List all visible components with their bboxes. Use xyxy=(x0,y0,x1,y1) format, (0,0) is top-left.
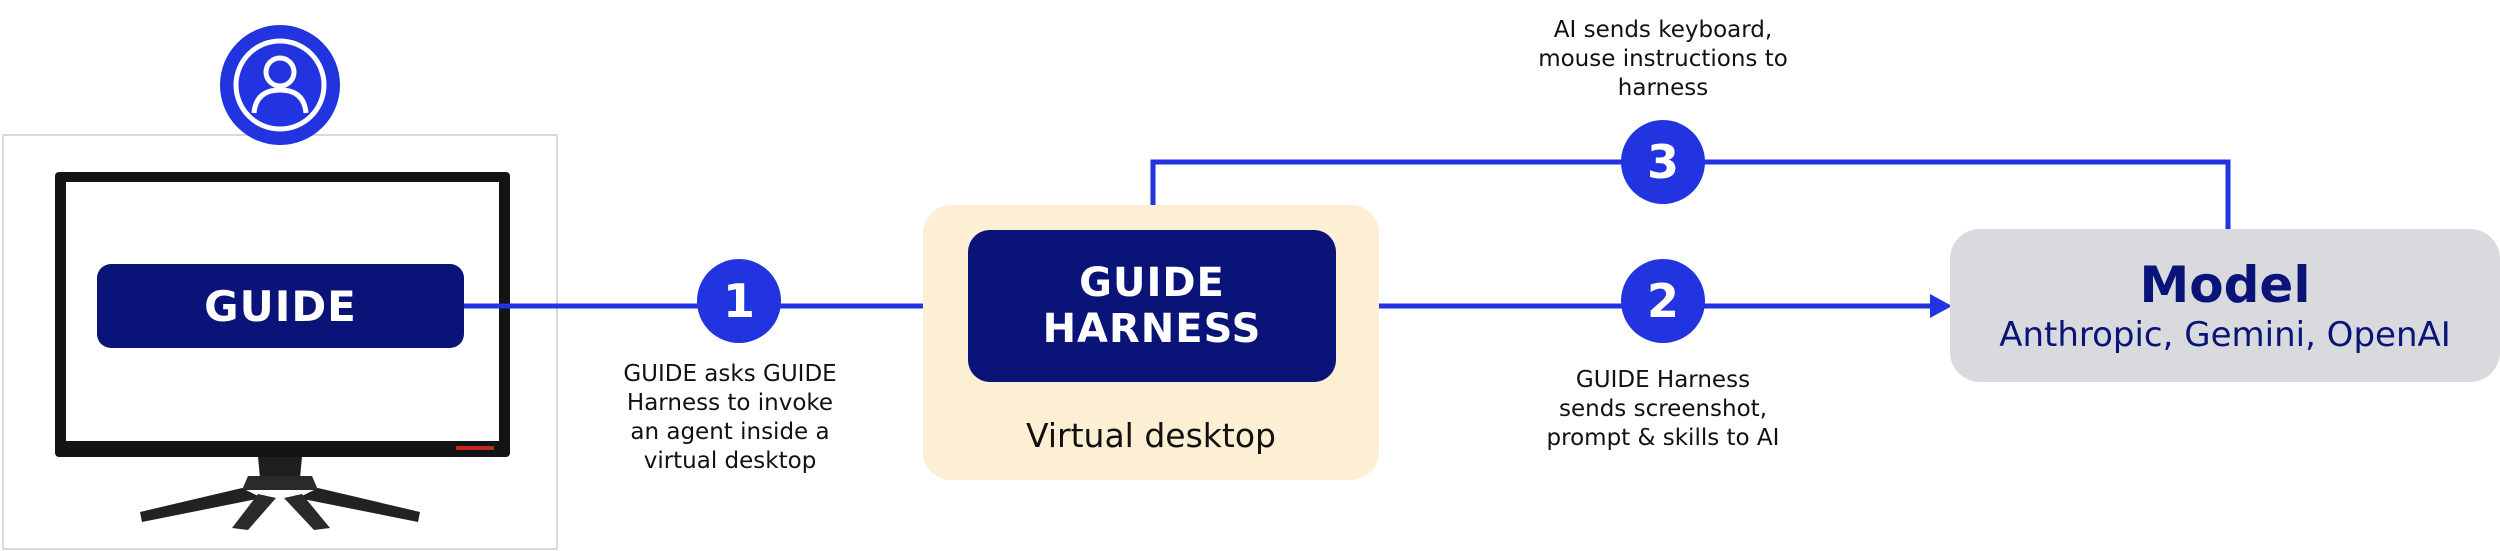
guide-label: GUIDE xyxy=(204,281,357,331)
step-3-badge: 3 xyxy=(1621,120,1705,204)
guide-harness-box: GUIDE HARNESS xyxy=(968,230,1336,382)
harness-label-line2: HARNESS xyxy=(1042,306,1262,352)
caption-line: GUIDE Harness xyxy=(1575,367,1751,393)
model-box: Model Anthropic, Gemini, OpenAI xyxy=(1950,229,2500,382)
harness-label-line1: GUIDE xyxy=(1079,260,1225,306)
monitor-icon xyxy=(55,172,510,530)
step-1-caption: GUIDE asks GUIDE Harness to invoke an ag… xyxy=(560,360,900,476)
step-2-caption: GUIDE Harness sends screenshot, prompt &… xyxy=(1480,366,1846,453)
step-3-caption: AI sends keyboard, mouse instructions to… xyxy=(1480,16,1846,103)
caption-line: mouse instructions to xyxy=(1538,46,1788,72)
model-providers: Anthropic, Gemini, OpenAI xyxy=(1999,314,2451,355)
caption-line: Harness to invoke xyxy=(626,390,834,416)
virtual-desktop-label: Virtual desktop xyxy=(1026,416,1276,455)
caption-line: prompt & skills to AI xyxy=(1546,425,1780,451)
caption-line: AI sends keyboard, xyxy=(1553,17,1773,43)
step-2-badge: 2 xyxy=(1621,259,1705,343)
step-1-badge: 1 xyxy=(697,259,781,343)
caption-line: harness xyxy=(1617,75,1709,101)
guide-box: GUIDE xyxy=(97,264,464,348)
model-title: Model xyxy=(2139,255,2311,314)
caption-line: virtual desktop xyxy=(643,448,817,474)
user-icon xyxy=(220,25,340,145)
caption-line: an agent inside a xyxy=(630,419,830,445)
caption-line: GUIDE asks GUIDE xyxy=(623,361,837,387)
caption-line: sends screenshot, xyxy=(1558,396,1768,422)
